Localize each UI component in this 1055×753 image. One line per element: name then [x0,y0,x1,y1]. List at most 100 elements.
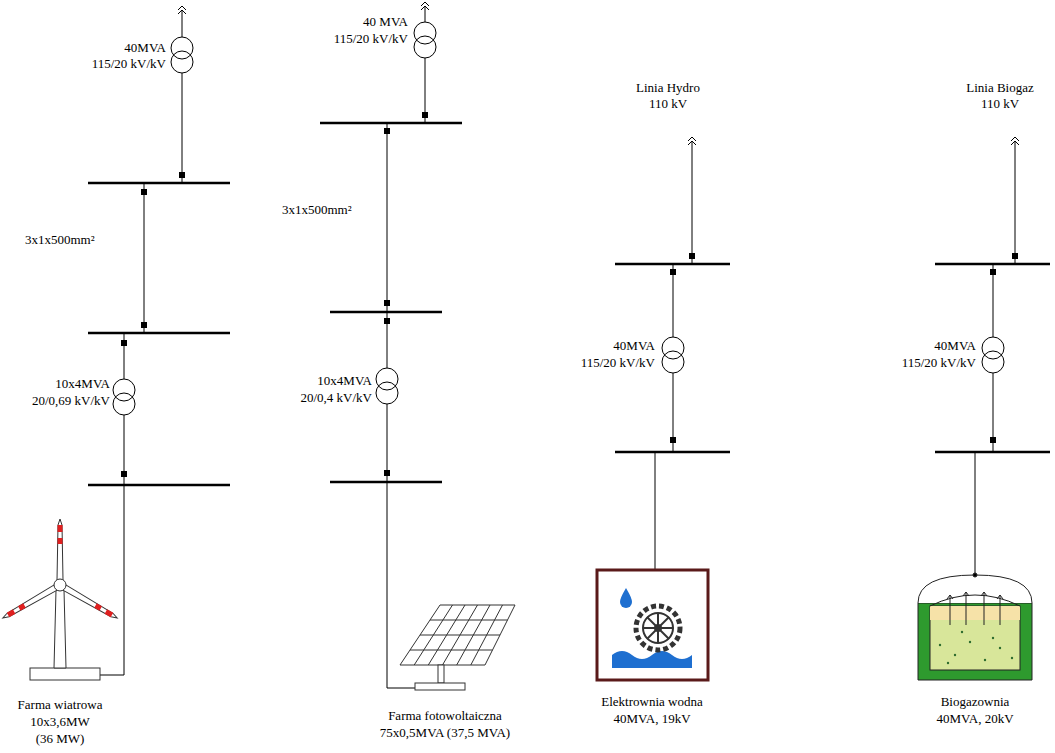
biogas-tank-icon-part [939,631,1013,664]
hydro-plant-icon-part [647,617,669,639]
biogas-tank-icon-part [930,606,1020,620]
breaker-symbol-part [1012,253,1018,259]
breaker-symbol-part [384,128,390,134]
label-text: Elektrownia wodna [601,694,702,710]
hydro-plant-icon-part [643,613,673,643]
biogas-tank-icon-part-part [947,662,949,664]
breaker-symbol-part [179,172,185,178]
breaker-symbol-part [141,322,147,328]
pv-feeder-part [330,311,442,314]
breaker-symbol-part [384,318,390,324]
hydro-feeder-part [692,141,693,264]
pv-panel-part [400,605,515,665]
breaker-symbol-part [422,112,428,118]
hydro-plant-icon-part [612,651,692,668]
biogas-tank-icon-part [966,592,967,625]
breaker-symbol [990,253,1018,443]
wind-turbine [1,519,118,680]
biogas-tank-icon-part [1000,595,1001,625]
label-text: Farma wiatrowa [18,697,103,713]
pv-panel-part [410,650,493,651]
hydro-feeder-part [662,337,684,373]
pv-panel [400,605,515,690]
biogas-feeder-part [1015,141,1016,264]
pv-panel-part [430,620,508,621]
biogas-tank-icon-part [984,592,985,625]
pv-panel-part [420,635,500,636]
label-text: 3x1x500mm² [282,202,352,218]
wind-feeder-part [124,333,125,379]
wind-turbine-part-part [1,585,57,621]
pv-feeder-part [320,122,462,125]
label-text: 110 kV [981,96,1019,112]
wind-turbine-part-part-part [105,609,114,617]
label-text: 115/20 kV/kV [902,355,976,371]
wind-feeder-part [100,485,124,675]
wind-turbine-part-part [57,519,63,580]
label-text: 115/20 kV/kV [581,355,655,371]
biogas-tank-icon-part-part [992,637,994,639]
label-text: 40MVA, 19kV [613,711,690,727]
hydro-feeder-part [615,451,730,454]
wind-turbine-part-part-part [58,525,63,532]
biogas-tank-icon-part [950,595,951,625]
biogas-tank-icon-part [981,592,987,596]
label-text: 40MVA [934,338,976,354]
wind-feeder-part [88,332,230,335]
breaker-symbol-part [384,300,390,306]
biogas-tank-icon-part-part [939,644,941,646]
label-text: 3x1x500mm² [25,232,95,248]
breaker-symbol-part [670,269,676,275]
label-text: Farma fotowoltaiczna [388,708,502,724]
biogas-tank-icon-part-part [1011,657,1013,659]
wind-turbine-part-part-part [1,585,57,621]
label-text: 10x4MVA [55,376,110,392]
biogas-tank-icon-part [918,603,1032,680]
wind-feeder-part [171,37,193,73]
breaker-symbol-part [121,340,127,346]
label-text: 40MVA [613,338,655,354]
breaker-symbol-part [990,269,996,275]
label-text: 10x3,6MW [30,714,90,730]
label-text: 20/0,4 kV/kV [301,390,373,406]
breaker-symbol-part [689,253,695,259]
hydro-plant-icon-part [597,570,708,680]
hydro-feeder-part [655,452,656,570]
wind-turbine-part [54,590,66,668]
label-text: 110 kV [649,96,687,112]
hydro-plant-icon-part [647,617,669,639]
hydro-feeder [615,137,730,570]
wind-turbine-part-part-part [63,585,119,621]
pv-feeder-part [387,123,388,312]
pv-feeder-part [330,481,442,484]
label-text: 115/20 kV/kV [334,31,408,47]
label-text: 10x4MVA [317,373,372,389]
breaker-symbol [384,112,428,476]
breaker-symbol-part [384,470,390,476]
label-text: 20/0,69 kV/kV [32,393,110,409]
biogas-tank-icon-part [963,592,969,596]
biogas-tank-icon-part [930,606,1020,670]
breaker-symbol [121,172,185,477]
biogas-tank-icon-part-part [954,654,956,656]
wind-feeder-part [182,73,183,183]
pv-feeder-part [414,22,436,58]
label-text: 75x0,5MVA (37,5 MVA) [380,725,510,741]
wind-feeder [88,6,230,675]
biogas-tank-icon-part-part [999,647,1001,649]
wind-turbine-part-part-part [94,603,102,610]
breaker-symbol-part [121,471,127,477]
breaker-symbol-part [990,437,996,443]
label-text: 40 MVA [363,14,408,30]
wind-turbine-part-part [63,585,119,621]
pv-feeder [320,2,462,688]
wind-turbine-part-part-part [18,603,26,610]
wind-feeder-part [144,183,145,333]
hydro-plant-icon-part [654,624,662,632]
breaker-symbol [670,253,695,443]
label-text: 40MVA, 20kV [936,711,1013,727]
biogas-feeder-part [935,451,1050,454]
biogas-tank-icon-part [918,575,1032,603]
biogas-tank-icon-part [947,595,953,599]
